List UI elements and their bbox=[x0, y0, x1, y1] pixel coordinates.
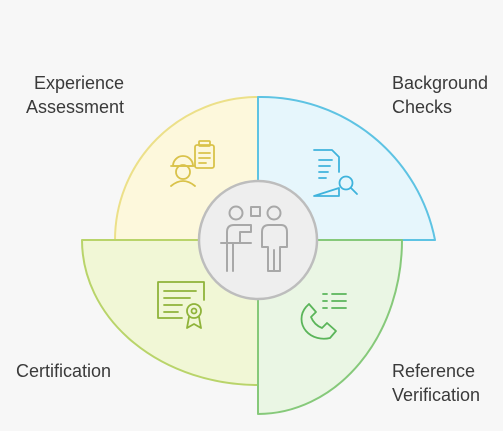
label-background-checks: Background Checks bbox=[392, 71, 488, 119]
label-reference-verification: Reference Verification bbox=[392, 359, 480, 407]
label-background-line2: Checks bbox=[392, 97, 453, 117]
center-hub bbox=[197, 179, 319, 301]
certificate-icon bbox=[157, 281, 205, 329]
label-background-line1: Background bbox=[392, 73, 489, 93]
label-reference-line1: Reference bbox=[392, 361, 476, 381]
phone-list-icon bbox=[300, 293, 347, 340]
label-experience-assessment: Experience Assessment bbox=[26, 71, 124, 119]
label-certification: Certification bbox=[16, 359, 111, 383]
label-experience-line1: Experience bbox=[33, 73, 124, 93]
team-presentation-icon bbox=[220, 205, 288, 272]
label-certification-line1: Certification bbox=[16, 361, 112, 381]
label-reference-line2: Verification bbox=[392, 385, 481, 405]
label-experience-line2: Assessment bbox=[25, 97, 124, 117]
document-search-icon bbox=[313, 149, 358, 197]
worker-checklist-icon bbox=[170, 140, 215, 187]
